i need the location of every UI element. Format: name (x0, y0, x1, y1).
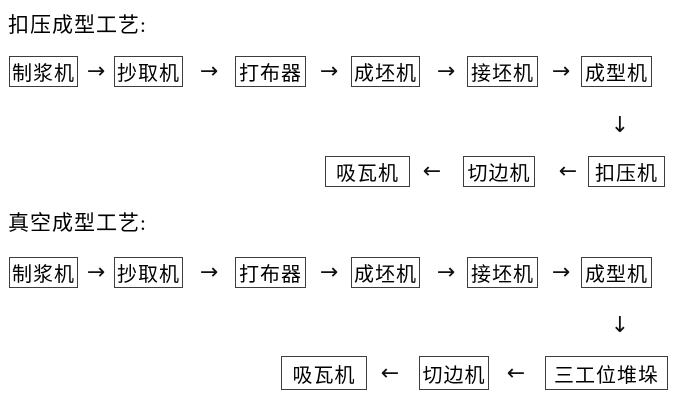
flow2-title: 真空成型工艺: (8, 211, 147, 235)
flow1-box-forming-machine: 成型机 (581, 56, 652, 87)
arrow-left-icon: ← (558, 159, 578, 184)
arrow-down-icon: ↓ (610, 112, 630, 138)
arrow-right-icon: → (436, 260, 456, 285)
flow1-box-pulper: 制浆机 (9, 56, 78, 87)
arrow-right-icon: → (319, 59, 339, 84)
arrow-right-icon: → (551, 260, 571, 285)
arrow-right-icon: → (199, 59, 219, 84)
arrow-down-icon: ↓ (610, 312, 630, 338)
flow2-box-blank-receiver: 接坯机 (467, 257, 538, 288)
arrow-right-icon: → (319, 260, 339, 285)
arrow-right-icon: → (86, 59, 106, 84)
flow2-box-forming-machine: 成型机 (581, 257, 652, 288)
flow1-box-edge-trimmer: 切边机 (463, 156, 535, 187)
flow1-box-blank-former: 成坯机 (351, 56, 420, 87)
flow2-box-sheet-former: 抄取机 (114, 257, 183, 288)
flow2-box-three-station-stacker: 三工位堆垛 (545, 356, 668, 390)
arrow-right-icon: → (199, 260, 219, 285)
flow2-box-blank-former: 成坯机 (351, 257, 420, 288)
arrow-left-icon: ← (422, 159, 442, 184)
flow2-box-cloth-beater: 打布器 (235, 257, 306, 288)
arrow-right-icon: → (436, 59, 456, 84)
arrow-left-icon: ← (506, 361, 526, 386)
flow2-box-edge-trimmer: 切边机 (419, 356, 489, 390)
flow1-box-press-machine: 扣压机 (588, 156, 665, 187)
flow1-box-blank-receiver: 接坯机 (467, 56, 538, 87)
flow1-box-sheet-former: 抄取机 (114, 56, 183, 87)
flow1-box-tile-suction: 吸瓦机 (325, 156, 410, 187)
arrow-right-icon: → (551, 59, 571, 84)
flow2-box-pulper: 制浆机 (9, 257, 78, 288)
arrow-left-icon: ← (380, 361, 400, 386)
arrow-right-icon: → (86, 260, 106, 285)
flow1-box-cloth-beater: 打布器 (235, 56, 306, 87)
flow2-box-tile-suction: 吸瓦机 (281, 356, 367, 390)
flow1-title: 扣压成型工艺: (8, 13, 147, 37)
